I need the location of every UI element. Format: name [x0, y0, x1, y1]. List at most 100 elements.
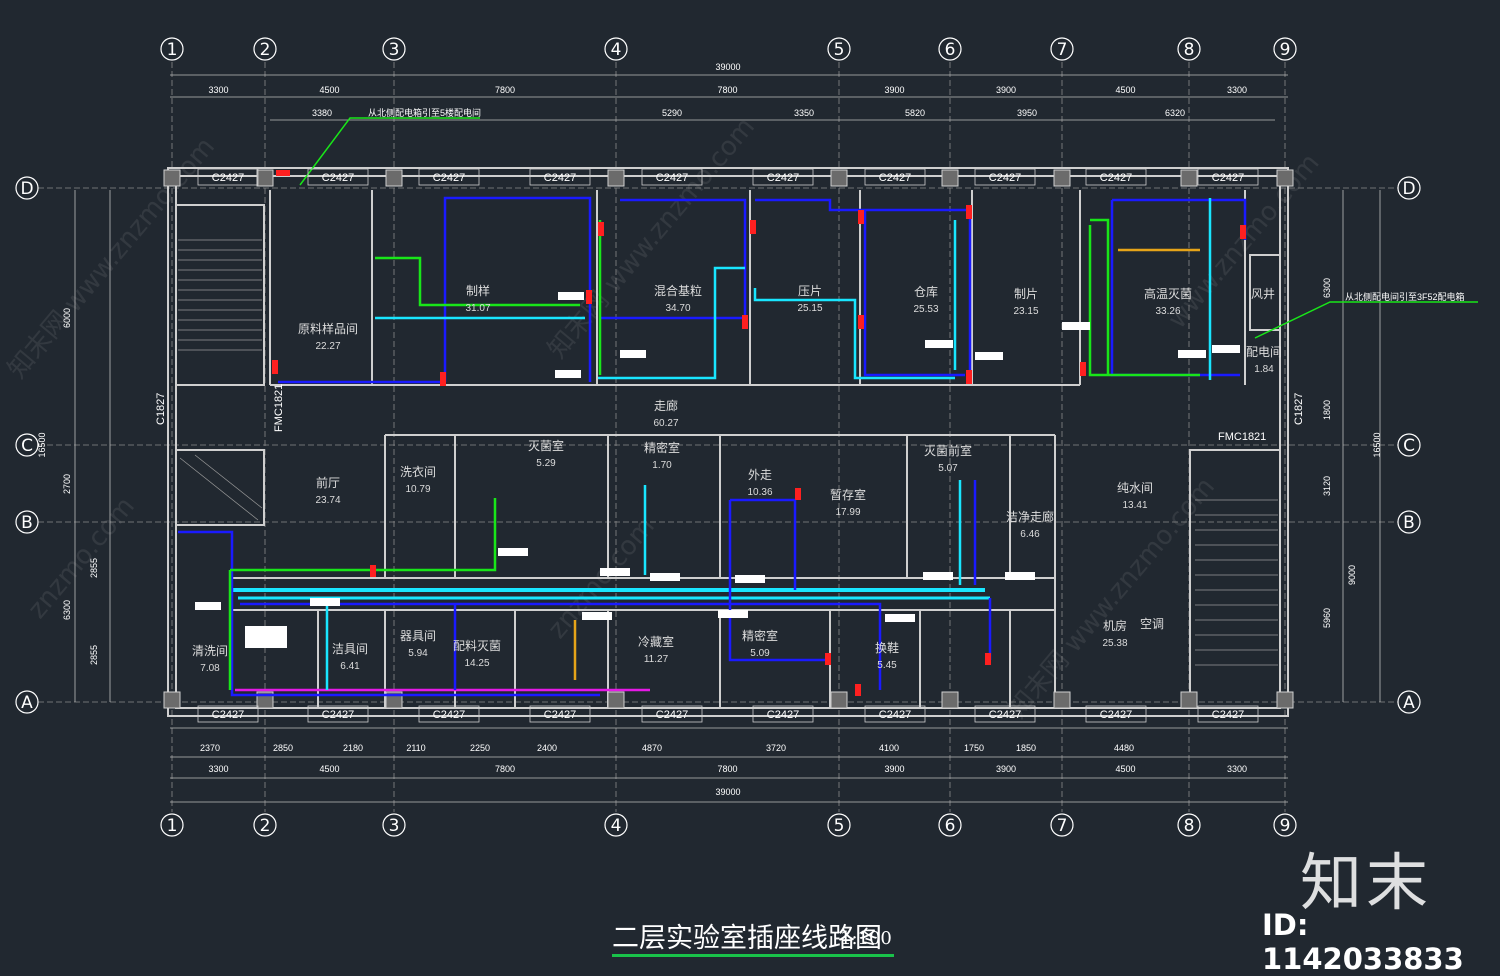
window-frame — [864, 168, 926, 186]
room-area: 25.53 — [913, 304, 938, 315]
dimension-value: 2180 — [343, 743, 363, 753]
title-underline — [612, 954, 894, 957]
dimension-value: 3350 — [794, 108, 814, 118]
side-label: FMC1821 — [273, 384, 285, 432]
window-label: C2427 — [656, 709, 688, 721]
axis-bubble — [15, 433, 39, 457]
column — [1053, 169, 1071, 187]
window-label: C2427 — [433, 709, 465, 721]
window-label: C2427 — [989, 172, 1021, 184]
building-walls — [167, 167, 1289, 717]
axis-label: 1 — [167, 40, 178, 60]
window-label: C2427 — [1100, 172, 1132, 184]
column — [830, 169, 848, 187]
room-name: 灭菌室 — [528, 438, 564, 453]
dimension-value: 3380 — [312, 108, 332, 118]
room-area: 1.84 — [1254, 364, 1274, 375]
window-label: C2427 — [656, 172, 688, 184]
column — [1180, 169, 1198, 187]
column — [256, 169, 274, 187]
axis-label: 9 — [1280, 816, 1291, 836]
dimension-value: 16500 — [1372, 432, 1382, 457]
circuit-tags — [195, 292, 1240, 648]
axis-label: D — [20, 179, 33, 199]
window-frame — [529, 168, 591, 186]
axis-bubble — [15, 690, 39, 714]
room-name: 空调 — [1140, 617, 1164, 631]
dimension-value: 3300 — [1227, 85, 1247, 95]
side-label: FMC1821 — [1218, 431, 1266, 443]
dimension-value: 7800 — [495, 85, 515, 95]
axis-bubble — [1273, 813, 1297, 837]
axis-label: 6 — [945, 40, 956, 60]
window-label: C2427 — [767, 172, 799, 184]
socket-circuits — [178, 117, 1478, 697]
dimension-value: 3900 — [996, 85, 1016, 95]
window-frame — [197, 168, 259, 186]
window-label: C2427 — [1212, 709, 1244, 721]
axis-label: A — [21, 693, 33, 713]
room-area: 17.99 — [835, 507, 860, 518]
dimension-value: 39000 — [715, 62, 740, 72]
room-area: 13.41 — [1122, 500, 1147, 511]
dimension-lines — [74, 74, 1381, 803]
window-label: C2427 — [767, 709, 799, 721]
axis-bubble — [938, 37, 962, 61]
dimension-value: 4500 — [1115, 764, 1135, 774]
window-label: C2427 — [989, 709, 1021, 721]
axis-label: B — [21, 513, 33, 533]
dimension-value: 16500 — [37, 432, 47, 457]
column — [163, 691, 181, 709]
window-frame — [1197, 705, 1259, 723]
room-name: 配料灭菌 — [453, 639, 501, 653]
room-area: 6.46 — [1020, 529, 1040, 540]
axis-label: 7 — [1057, 816, 1068, 836]
dimension-value: 2850 — [273, 743, 293, 753]
room-area: 25.38 — [1102, 638, 1127, 649]
window-label: C2427 — [1100, 709, 1132, 721]
column — [941, 169, 959, 187]
axis-bubble — [604, 37, 628, 61]
room-area: 6.41 — [340, 661, 360, 672]
column — [607, 169, 625, 187]
axis-label: 7 — [1057, 40, 1068, 60]
axis-label: 9 — [1280, 40, 1291, 60]
room-name: 清洗间 — [192, 644, 228, 658]
column — [941, 691, 959, 709]
axis-bubble — [1397, 510, 1421, 534]
drawing-title: 二层实验室插座线路图 — [612, 923, 882, 954]
axis-label: C — [1403, 436, 1415, 456]
dimension-value: 3720 — [766, 743, 786, 753]
room-name: 精密室 — [742, 628, 778, 643]
room-name: 高温灭菌 — [1144, 286, 1192, 301]
window-frame — [1197, 168, 1259, 186]
dimension-value: 6300 — [62, 600, 72, 620]
svg-text:知末网 www.znzmo.com: 知末网 www.znzmo.com — [542, 112, 761, 364]
window-label: C2427 — [212, 709, 244, 721]
stair-hatch — [178, 239, 1278, 666]
axis-bubble — [160, 813, 184, 837]
dimension-value: 6300 — [1322, 278, 1332, 298]
svg-text:znzmo.com: znzmo.com — [22, 492, 140, 625]
room-name: 灭菌前室 — [924, 443, 972, 458]
room-area: 11.27 — [644, 654, 669, 665]
brand-logo: 知末 — [1300, 846, 1433, 919]
axis-label: 5 — [834, 40, 845, 60]
dimension-value: 2110 — [406, 743, 425, 753]
column — [385, 169, 403, 187]
room-area: 23.15 — [1013, 306, 1038, 317]
side-labels: C1827 C1827 FMC1821 FMC1821 — [155, 384, 1305, 443]
dimension-value: 2400 — [537, 743, 557, 753]
axis-label: 8 — [1184, 40, 1195, 60]
dimension-value: 6320 — [1165, 108, 1185, 118]
room-name: 洁净走廊 — [1006, 509, 1054, 524]
room-area: 10.79 — [405, 484, 430, 495]
window-frame — [1085, 168, 1147, 186]
window-label: C2427 — [433, 172, 465, 184]
dimension-value: 4500 — [319, 764, 339, 774]
axis-label: 8 — [1184, 816, 1195, 836]
axis-bubble — [253, 813, 277, 837]
